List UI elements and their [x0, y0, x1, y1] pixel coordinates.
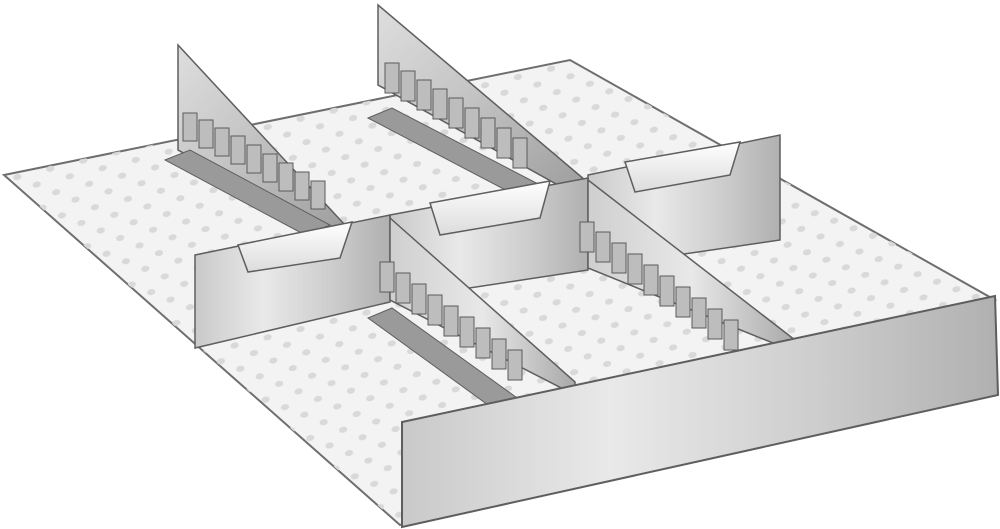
longitudinal-divider-left	[163, 43, 346, 242]
label-holder-left	[236, 221, 354, 273]
slot-row-front-middle	[379, 261, 523, 381]
label-holder-back	[624, 141, 742, 193]
longitudinal-divider-front-middle	[366, 216, 576, 411]
label-holder-middle	[429, 180, 552, 236]
cross-divider-left	[194, 214, 391, 349]
slot-row-right-back	[384, 62, 528, 169]
slot-row-front-right	[579, 221, 739, 351]
longitudinal-divider-right-back	[366, 3, 586, 202]
longitudinal-divider-front-right	[579, 178, 796, 354]
front-panel	[401, 294, 1000, 529]
slot-row-left	[182, 112, 326, 210]
